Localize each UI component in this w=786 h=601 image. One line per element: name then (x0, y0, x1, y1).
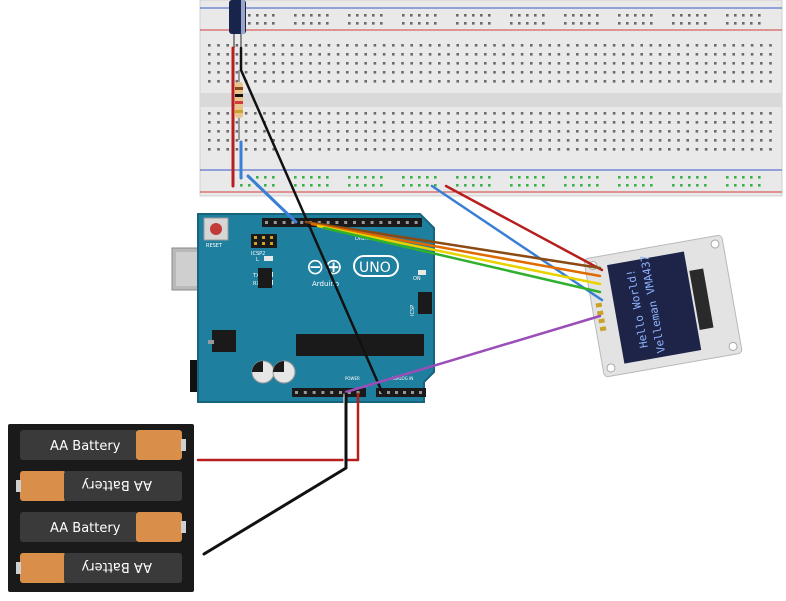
aa-battery: AA Battery (14, 510, 188, 544)
battery-label: AA Battery (81, 477, 152, 492)
led-l-label: L (256, 257, 259, 263)
reset-label: RESET (206, 243, 223, 249)
analog-header (376, 388, 426, 397)
battery-label: AA Battery (50, 521, 121, 536)
breadboard (199, 0, 783, 197)
wire-purple (344, 314, 602, 394)
wires (196, 46, 604, 556)
arduino-logo-uno: UNO (359, 260, 391, 276)
icsp2-header (251, 234, 277, 248)
led-on (418, 270, 426, 275)
aa-battery: AA Battery (14, 551, 188, 585)
icsp-header (418, 292, 432, 314)
wire-brown (304, 220, 602, 270)
icsp2-label: ICSP2 (251, 251, 265, 257)
wire-red-oled (444, 184, 604, 272)
usb-chip (258, 268, 272, 288)
aa-battery: AA Battery (14, 428, 188, 462)
battery-label: AA Battery (81, 559, 152, 574)
analog-label: ANALOG IN (391, 376, 413, 381)
oled-pins (595, 302, 607, 332)
breadboard-holes (208, 44, 772, 151)
digital-label: DIGITAL (355, 236, 375, 242)
battery-pack: AA Battery AA Battery AA Battery AA Battery (8, 424, 194, 592)
aa-battery: AA Battery (14, 469, 188, 503)
voltage-regulator (212, 330, 236, 352)
arduino-brand: Arduino (312, 280, 339, 288)
resistor (235, 70, 243, 140)
batteries: AA Battery AA Battery AA Battery AA Battery (14, 428, 188, 585)
power-header (292, 388, 366, 397)
power-label: POWER (345, 376, 360, 381)
header-pins (265, 221, 422, 394)
wire-blue-rail-arduino (246, 174, 298, 224)
oled-module: Hello World! Velleman VMA437 (583, 234, 743, 378)
battery-label: AA Battery (50, 439, 121, 454)
atmega-chip (296, 334, 424, 356)
wire-blue-oled-vcc (430, 184, 604, 302)
led-rx-label: RX (253, 281, 260, 287)
icsp-label: ICSP (410, 305, 416, 316)
led-tx-label: TX (252, 273, 260, 279)
wire-green (322, 226, 602, 294)
digital-header (262, 218, 422, 227)
wire-yellow (316, 224, 602, 286)
oled-screen (607, 251, 702, 364)
wire-white-battery (203, 393, 345, 552)
wire-black-signal (239, 46, 384, 394)
wire-black-battery (202, 392, 348, 556)
wire-orange (310, 222, 602, 278)
arduino-uno-board: RESET ICSP2 DIGITAL L TX RX ON ⊖⊕ UNO Ar… (171, 213, 435, 403)
wire-red-battery (196, 392, 360, 462)
led-on-label: ON (413, 276, 421, 282)
led-l (264, 256, 273, 261)
capacitor (229, 0, 246, 48)
